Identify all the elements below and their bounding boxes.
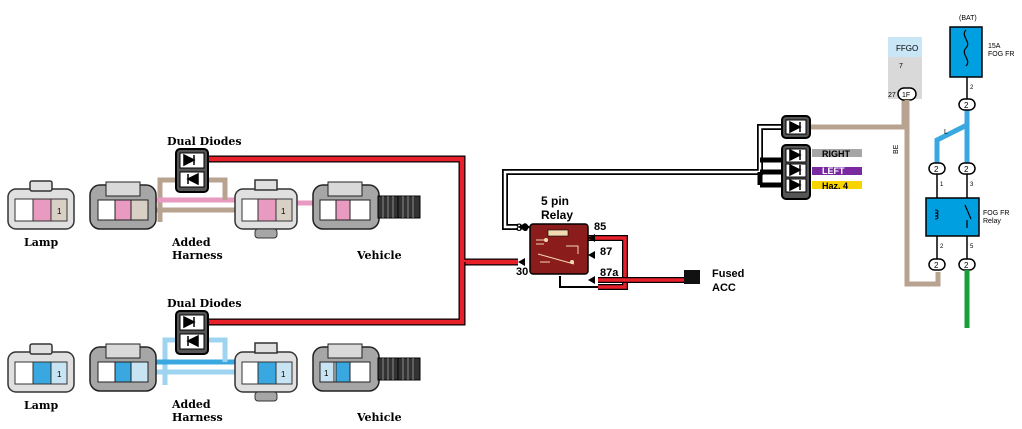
fog-fr-relay bbox=[925, 174, 980, 259]
harness-connector-bottom-b bbox=[234, 342, 298, 402]
added-harness-bottom-1: Added bbox=[171, 398, 211, 411]
pin-27-label: 27 bbox=[888, 92, 896, 99]
conn-1f-label: 1F bbox=[902, 92, 910, 99]
fogfr-relay-2: Relay bbox=[983, 218, 1001, 225]
ffgo-label: FFGO bbox=[896, 44, 918, 53]
pin-85-label: 85 bbox=[594, 221, 606, 233]
pin-87-label: 87 bbox=[600, 246, 612, 258]
relay-title-1: 5 pin bbox=[541, 194, 569, 208]
fogfr-relay-1: FOG FR bbox=[983, 210, 1009, 217]
trigger-wire bbox=[502, 124, 783, 230]
fuse-acc bbox=[684, 270, 700, 284]
relay-pin-5: 5 bbox=[970, 244, 974, 250]
harness-connector-top-b bbox=[234, 179, 298, 239]
vehicle-connector-bottom bbox=[312, 343, 421, 392]
added-harness-bottom-2: Harness bbox=[172, 411, 223, 424]
oval-label-a: 2 bbox=[964, 101, 969, 110]
red-wire-bottom bbox=[205, 262, 466, 326]
fuse-rating: 15A bbox=[988, 43, 1001, 50]
vehicle-top-label: Vehicle bbox=[356, 249, 402, 262]
trigger-wires-colored bbox=[810, 100, 907, 189]
pin-7-label: 7 bbox=[899, 63, 903, 70]
pin-86-label: 86 bbox=[516, 222, 528, 234]
lamp-bottom-pin1: 1 bbox=[57, 370, 62, 379]
blue-wires bbox=[934, 77, 970, 163]
relay-output-wires bbox=[559, 235, 685, 290]
vehicle-connector-top bbox=[312, 181, 421, 230]
dual-diode-top bbox=[175, 148, 209, 193]
fuse-pin-label: 2 bbox=[970, 85, 974, 91]
lamp-bottom-label: Lamp bbox=[24, 399, 59, 412]
fused-label: Fused bbox=[712, 268, 744, 280]
bottom-harness-wires bbox=[150, 337, 235, 385]
relay-pin-2: 2 bbox=[940, 244, 944, 250]
harness-connector-top-a bbox=[89, 181, 157, 230]
lamp-top-pin1: 1 bbox=[57, 207, 62, 216]
harness-connector-bottom-a bbox=[89, 343, 157, 392]
dual-diode-bottom bbox=[175, 310, 209, 355]
left-label: LEFT bbox=[822, 166, 845, 176]
acc-label: ACC bbox=[712, 282, 736, 294]
relay-pin-3: 3 bbox=[970, 182, 974, 188]
harness-bottom-pin1: 1 bbox=[281, 370, 286, 379]
oval-label-c: 2 bbox=[964, 165, 969, 174]
l-label: L bbox=[944, 129, 948, 136]
relay-title-2: Relay bbox=[541, 208, 573, 222]
trigger-diode-single bbox=[781, 115, 811, 139]
relay-pin-1: 1 bbox=[940, 182, 944, 188]
oval-label-b: 2 bbox=[934, 165, 939, 174]
be-wire bbox=[904, 100, 941, 287]
added-harness-top-2: Harness bbox=[172, 249, 223, 262]
dual-diodes-bottom-label: Dual Diodes bbox=[167, 297, 242, 310]
be-label: BE bbox=[893, 144, 900, 154]
fuse-name: FOG FR bbox=[988, 51, 1014, 58]
pin-87a-label: 87a bbox=[600, 267, 619, 279]
vehicle-bottom-label: Vehicle bbox=[356, 411, 402, 424]
oval-label-e: 2 bbox=[964, 261, 969, 270]
fog-fuse bbox=[949, 26, 983, 78]
lamp-top-label: Lamp bbox=[24, 236, 59, 249]
vehicle-bottom-pin1: 1 bbox=[324, 369, 329, 378]
lamp-connector-bottom bbox=[7, 343, 75, 393]
added-harness-top-1: Added bbox=[171, 236, 211, 249]
harness-top-pin1: 1 bbox=[281, 207, 286, 216]
haz-label: Haz. 4 bbox=[822, 181, 848, 191]
lamp-connector-top bbox=[7, 180, 75, 230]
bat-label: (BAT) bbox=[959, 15, 977, 22]
right-label: RIGHT bbox=[822, 149, 851, 159]
red-wire-top bbox=[205, 155, 518, 266]
dual-diodes-top-label: Dual Diodes bbox=[167, 135, 242, 148]
five-pin-relay bbox=[529, 223, 589, 275]
trigger-diode-triple bbox=[781, 144, 811, 200]
pin-30-label: 30 bbox=[516, 266, 528, 278]
oval-label-d: 2 bbox=[934, 261, 939, 270]
relay-terminals bbox=[518, 223, 595, 284]
